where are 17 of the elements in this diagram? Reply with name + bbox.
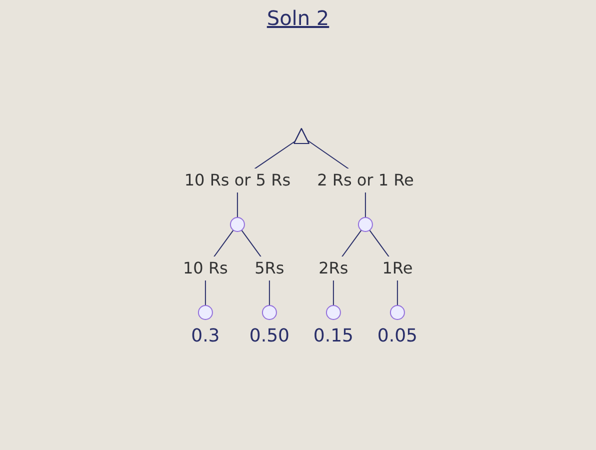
probability-value: 0.05 [377,326,418,346]
node-circle [358,217,373,232]
edge-label: 2 Rs or 1 Re [316,170,414,190]
title: Soln 2 [266,6,330,30]
probability-value: 0.15 [313,326,354,346]
node-circle [262,305,277,320]
node-circle [230,217,245,232]
node-circle [390,305,405,320]
edge-label: 10 Rs [182,258,228,278]
probability-value: 0.3 [190,326,220,346]
node-circle [326,305,341,320]
edge-label: 5Rs [254,258,284,278]
edge-label: 2Rs [318,258,348,278]
edge-label: 1Re [382,258,412,278]
probability-value: 0.50 [249,326,290,346]
edge-label: 10 Rs or 5 Rs [184,170,290,190]
node-circle [198,305,213,320]
